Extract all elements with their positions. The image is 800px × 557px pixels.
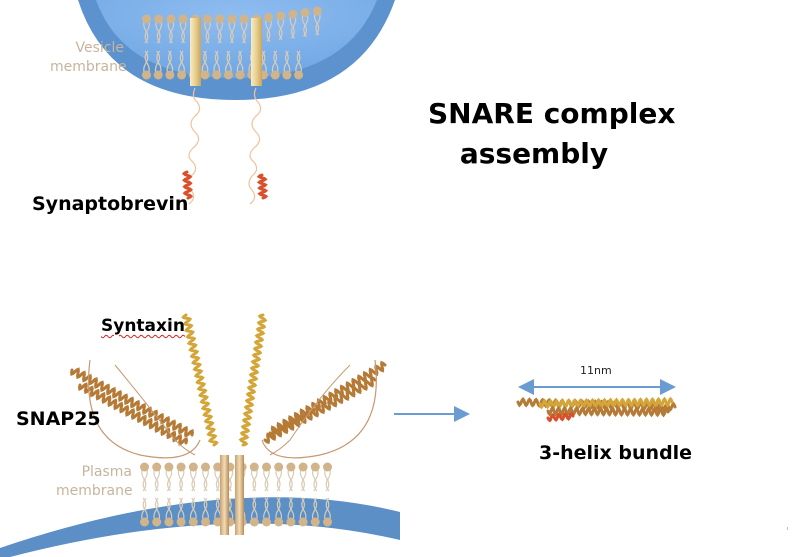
snap25-helix-right-1 xyxy=(268,360,387,438)
syntaxin-helices xyxy=(181,313,268,447)
lipid-head xyxy=(282,70,292,80)
lipid-head xyxy=(166,14,176,24)
lipid-head xyxy=(310,462,320,472)
lipid-head xyxy=(300,8,310,18)
synaptobrevin-helix-right xyxy=(256,173,269,200)
lipid-head xyxy=(288,9,298,19)
lipid-head xyxy=(286,462,296,472)
lipid-head xyxy=(213,462,223,472)
lipid-head xyxy=(178,14,188,24)
lipid-head xyxy=(203,14,212,24)
edge-mark xyxy=(787,527,788,530)
lipid-head xyxy=(188,462,198,472)
lipid-head xyxy=(286,517,296,527)
snap25-helix-right-2 xyxy=(263,375,377,445)
lipid-head xyxy=(165,70,175,80)
lipid-head xyxy=(227,14,237,24)
lipid-head xyxy=(152,462,162,472)
lipid-head xyxy=(298,517,308,527)
lipid-head xyxy=(154,14,164,24)
snap25-loops xyxy=(88,359,377,459)
vesicle xyxy=(78,0,395,100)
lipid-head xyxy=(140,517,149,527)
synaptobrevin-label: Synaptobrevin xyxy=(32,193,189,215)
plasma-membrane-label: Plasma membrane xyxy=(56,463,133,501)
lipid-head xyxy=(200,70,210,80)
lipid-head xyxy=(249,517,259,527)
synaptobrevin-molecules xyxy=(181,87,269,205)
snap25-loop-right-2 xyxy=(269,364,351,456)
lipid-head xyxy=(153,70,163,80)
lipid-head xyxy=(239,14,249,24)
lipid-head xyxy=(294,70,304,80)
syntaxin-helix-right xyxy=(238,313,268,447)
vesicle-lumen xyxy=(96,0,377,78)
title-line-1: SNARE complex xyxy=(428,97,676,130)
syntaxin-tmd-right xyxy=(235,455,244,535)
syntaxin-tmd-left xyxy=(220,455,229,535)
lipid-head xyxy=(164,462,174,472)
lipid-head xyxy=(264,12,273,22)
lipid-head xyxy=(312,6,322,16)
lipid-head xyxy=(140,462,149,472)
tmd-left xyxy=(190,18,201,86)
synaptobrevin-linker-right xyxy=(248,87,262,205)
lipid-head xyxy=(274,517,284,527)
lipid-head xyxy=(310,517,320,527)
lipid-head xyxy=(213,517,223,527)
lipid-head xyxy=(164,517,174,527)
vesicle-label-line-2: membrane xyxy=(50,59,127,75)
bundle-label: 3-helix bundle xyxy=(539,442,693,464)
length-label: 11nm xyxy=(580,364,612,377)
tmd-right xyxy=(251,18,262,86)
lipid-head xyxy=(152,517,162,527)
bundle-synaptobrevin-helix xyxy=(546,411,575,423)
lipid-head xyxy=(142,70,151,80)
plasma-label-line-2: membrane xyxy=(56,483,133,499)
title-line-2: assembly xyxy=(459,137,609,170)
syntaxin-helix-left xyxy=(181,313,219,447)
lipid-head xyxy=(142,14,151,24)
lipid-head xyxy=(274,462,284,472)
lipid-head xyxy=(176,462,186,472)
vesicle-membrane-label: Vesicle membrane xyxy=(50,39,127,77)
lipid-head xyxy=(176,517,186,527)
lipid-head xyxy=(262,517,271,527)
snap25-helix-left-1 xyxy=(70,367,194,438)
bundle-syntaxin-helix xyxy=(538,396,674,410)
three-helix-bundle xyxy=(516,396,677,423)
snap25-loop-left-2 xyxy=(114,364,196,456)
lipid-head xyxy=(270,70,280,80)
vesicle-synaptobrevin-tmds xyxy=(190,18,262,86)
lipid-head xyxy=(201,517,210,527)
lipid-head xyxy=(177,70,187,80)
lipid-head xyxy=(276,11,286,21)
lipid-head xyxy=(223,70,233,80)
plasma-label-line-1: Plasma xyxy=(81,464,132,480)
lipid-head xyxy=(235,70,245,80)
lipid-head xyxy=(323,462,332,472)
lipid-head xyxy=(188,517,198,527)
lipid-head xyxy=(215,14,225,24)
plasma-tmds xyxy=(220,455,244,535)
lipid-head xyxy=(249,462,259,472)
lipid-head xyxy=(201,462,210,472)
snap25-label: SNAP25 xyxy=(16,408,101,430)
syntaxin-label: Syntaxin xyxy=(101,316,185,336)
snap25-helices xyxy=(70,360,387,446)
vesicle-label-line-1: Vesicle xyxy=(75,40,125,56)
lipid-head xyxy=(298,462,308,472)
snap25-loop-left xyxy=(88,359,201,459)
synaptobrevin-helix-left xyxy=(181,170,194,200)
bundle-snap25-helix-2 xyxy=(546,405,670,418)
lipid-head xyxy=(212,70,222,80)
snap25-helix-left-2 xyxy=(77,382,189,446)
lipid-head xyxy=(262,462,271,472)
lipid-head xyxy=(323,517,332,527)
page-title: SNARE complex assembly xyxy=(428,94,676,174)
plasma-membrane-band xyxy=(0,497,400,557)
synaptobrevin-linker-left xyxy=(187,87,201,205)
